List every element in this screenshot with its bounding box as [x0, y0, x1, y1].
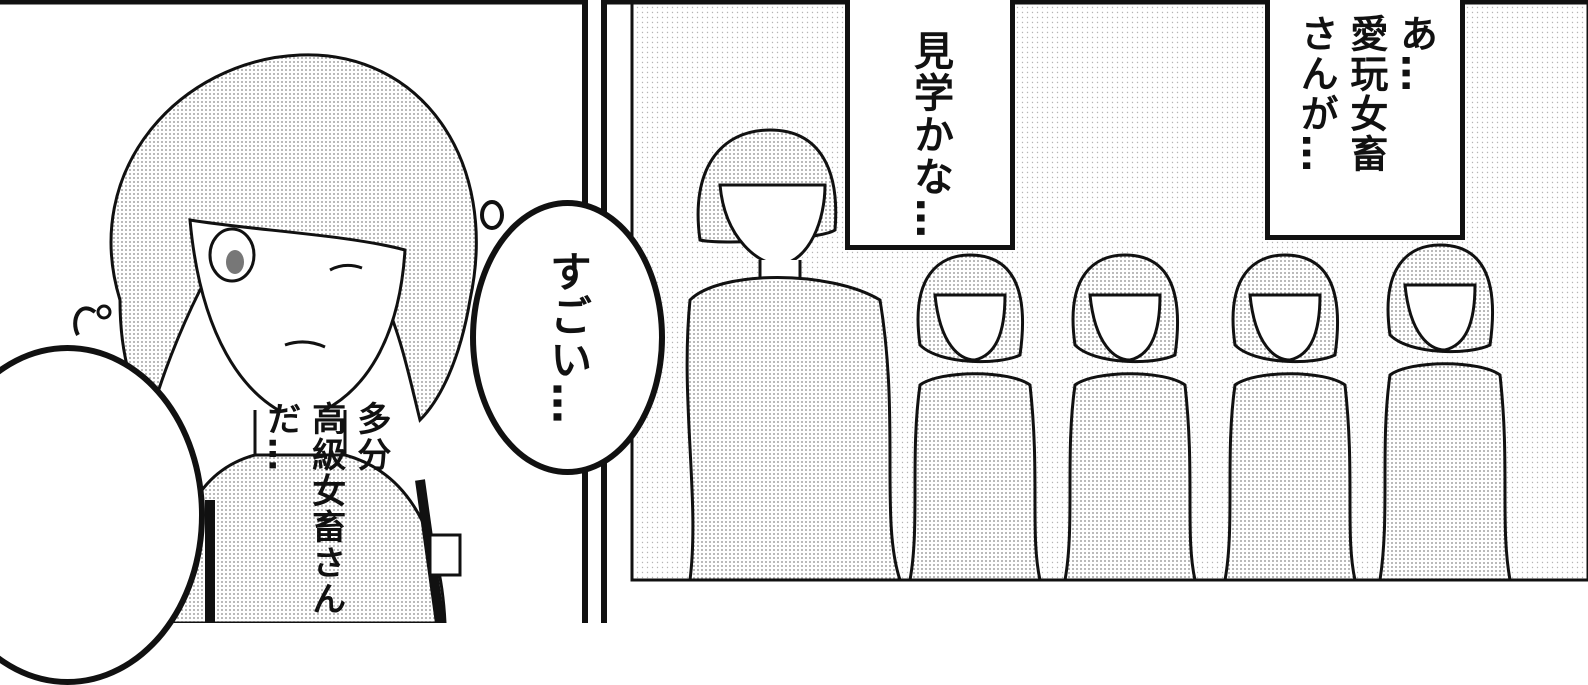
- bubble-text-line3: だ…: [260, 401, 301, 473]
- caption-aigan: あ… 愛玩女畜 さんが…: [1265, 0, 1465, 240]
- figure-leader: [685, 128, 903, 582]
- caption-text-line3: さんが…: [1294, 14, 1339, 174]
- figure-group: [908, 243, 1512, 582]
- bubble-text-sugoi: すごい…: [543, 249, 593, 426]
- caption-text-line2: 愛玩女畜: [1343, 14, 1388, 174]
- caption-kengaku: 見学かな…: [845, 0, 1015, 250]
- bubble-text-line1: 多分: [350, 401, 391, 473]
- bubble-text-line2: 高級女畜さん: [305, 401, 346, 617]
- speech-bubble-sugoi: すごい…: [470, 200, 665, 475]
- artwork: [0, 0, 1588, 623]
- caption-text-kengaku: 見学かな…: [907, 30, 953, 240]
- caption-text-line1: あ…: [1393, 14, 1438, 94]
